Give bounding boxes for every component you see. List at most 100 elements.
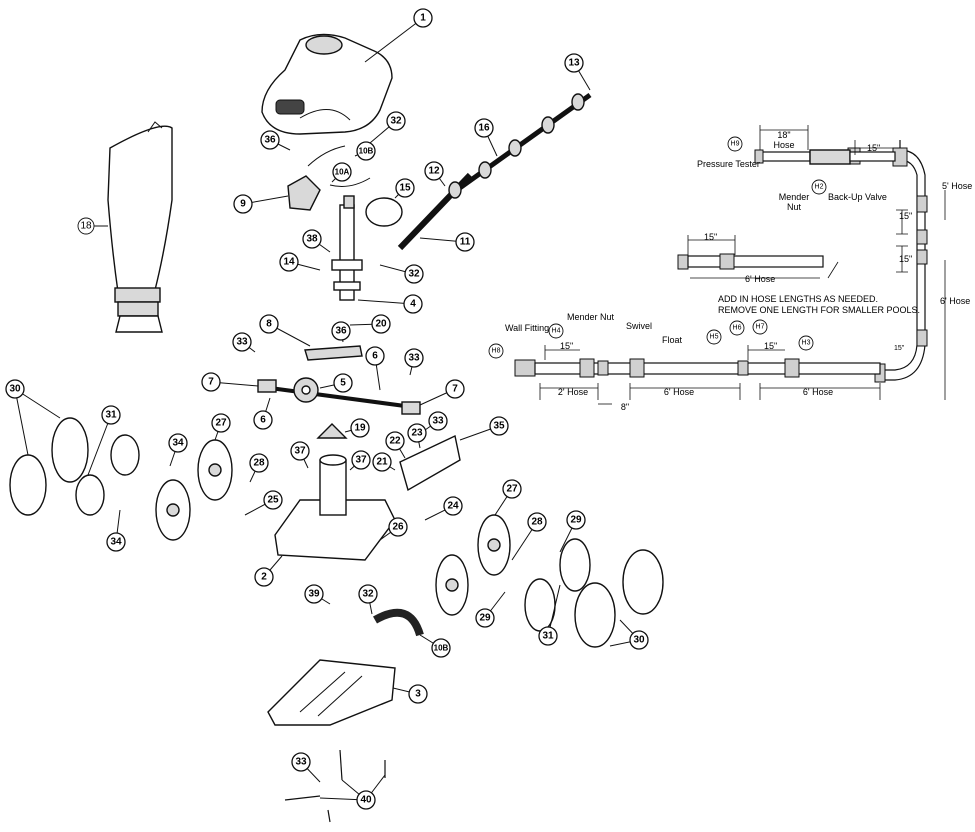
callout-18: 18 — [77, 217, 95, 235]
svg-text:10B: 10B — [359, 147, 374, 156]
callout-38: 38 — [302, 229, 322, 249]
svg-text:H2: H2 — [815, 184, 824, 191]
svg-text:28: 28 — [253, 458, 265, 469]
svg-text:H8: H8 — [492, 348, 501, 355]
callout-31-right: 31 — [538, 626, 558, 646]
callout-30-right: 30 — [629, 630, 649, 650]
svg-text:14: 14 — [283, 257, 295, 268]
callout-6-top: 6 — [365, 346, 385, 366]
svg-text:7: 7 — [208, 377, 214, 388]
callout-3: 3 — [408, 684, 428, 704]
svg-text:32: 32 — [390, 116, 402, 127]
label-6-hose-mid: 6' Hose — [745, 274, 775, 284]
svg-text:38: 38 — [306, 234, 318, 245]
part-bottom-plate — [267, 659, 396, 726]
hose-system — [514, 140, 928, 383]
label-15-h7: 15" — [764, 341, 777, 351]
callout-28-left: 28 — [249, 453, 269, 473]
callout-10a: 10A — [332, 162, 352, 182]
svg-text:6: 6 — [260, 415, 266, 426]
callout-h8: H8 — [488, 343, 504, 359]
part-axle-assembly — [257, 345, 421, 415]
part-hose-chain — [397, 92, 592, 251]
callout-10b-top: 10B — [356, 141, 376, 161]
part-bracket — [399, 434, 461, 492]
part-float — [365, 197, 403, 227]
svg-text:39: 39 — [308, 589, 320, 600]
callout-h3: H3 — [798, 335, 814, 351]
callout-33-left: 33 — [232, 332, 252, 352]
callout-29-top: 29 — [566, 510, 586, 530]
svg-text:32: 32 — [408, 269, 420, 280]
part-top-cover — [261, 33, 393, 135]
label-15-mid: 15" — [704, 232, 717, 242]
svg-text:21: 21 — [376, 457, 388, 468]
svg-text:31: 31 — [105, 410, 117, 421]
svg-text:34: 34 — [110, 537, 122, 548]
svg-text:5: 5 — [340, 378, 346, 389]
callout-h4: H4 — [548, 323, 564, 339]
callout-7-left: 7 — [201, 372, 221, 392]
svg-text:11: 11 — [460, 237, 471, 248]
callout-34-top: 34 — [168, 433, 188, 453]
svg-text:25: 25 — [267, 495, 279, 506]
svg-text:27: 27 — [506, 484, 518, 495]
part-tubes-top — [307, 145, 371, 187]
svg-text:33: 33 — [295, 757, 307, 768]
callout-26: 26 — [388, 517, 408, 537]
label-18-hose: Hose — [773, 140, 794, 150]
label-5-hose: 5' Hose — [942, 181, 972, 191]
callout-5: 5 — [333, 373, 353, 393]
label-swivel: Swivel — [626, 321, 652, 331]
label-6-hose-a: 6' Hose — [664, 387, 694, 397]
svg-text:13: 13 — [568, 58, 580, 69]
label-pressure-tester: Pressure Tester — [697, 159, 760, 169]
callout-8: 8 — [259, 314, 279, 334]
svg-text:9: 9 — [240, 199, 246, 210]
callout-28-right: 28 — [527, 512, 547, 532]
svg-text:H5: H5 — [710, 334, 719, 341]
svg-text:24: 24 — [447, 501, 459, 512]
callout-36-top: 36 — [260, 130, 280, 150]
label-float: Float — [662, 335, 683, 345]
svg-text:15: 15 — [399, 183, 411, 194]
svg-text:28: 28 — [531, 517, 543, 528]
callout-20: 20 — [371, 314, 391, 334]
callout-25: 25 — [263, 490, 283, 510]
part-tube-bottom — [373, 608, 424, 637]
svg-text:33: 33 — [432, 416, 444, 427]
callout-34-bottom: 34 — [106, 532, 126, 552]
label-15-h4: 15" — [560, 341, 573, 351]
label-6-hose-b: 6' Hose — [803, 387, 833, 397]
hose-dimensions — [539, 125, 946, 405]
label-mender-nut: Mender Nut — [567, 312, 615, 322]
svg-text:29: 29 — [570, 515, 582, 526]
svg-text:37: 37 — [355, 455, 367, 466]
label-wall-fitting: Wall Fitting — [505, 323, 549, 333]
callout-12: 12 — [424, 161, 444, 181]
callout-h7: H7 — [752, 319, 768, 335]
callout-36-mid: 36 — [331, 321, 351, 341]
svg-text:16: 16 — [478, 123, 490, 134]
part-wheels-right — [435, 514, 664, 648]
label-6-hose-right: 6' Hose — [940, 296, 970, 306]
callout-27-right: 27 — [502, 479, 522, 499]
label-15-b: 15" — [899, 254, 912, 264]
callout-h9: H9 — [727, 136, 743, 152]
svg-text:37: 37 — [294, 446, 306, 457]
callout-21: 21 — [372, 452, 392, 472]
svg-text:8: 8 — [266, 319, 272, 330]
svg-text:H4: H4 — [552, 328, 561, 335]
callout-24: 24 — [443, 496, 463, 516]
callout-37-left: 37 — [290, 441, 310, 461]
note-add-lengths: ADD IN HOSE LENGTHS AS NEEDED. — [718, 294, 878, 304]
svg-text:29: 29 — [479, 613, 491, 624]
svg-text:35: 35 — [493, 421, 505, 432]
svg-text:40: 40 — [360, 795, 372, 806]
svg-text:H6: H6 — [733, 325, 742, 332]
svg-text:6: 6 — [372, 351, 378, 362]
label-mender-2: Nut — [787, 202, 802, 212]
svg-text:H7: H7 — [756, 324, 765, 331]
callout-13: 13 — [564, 53, 584, 73]
